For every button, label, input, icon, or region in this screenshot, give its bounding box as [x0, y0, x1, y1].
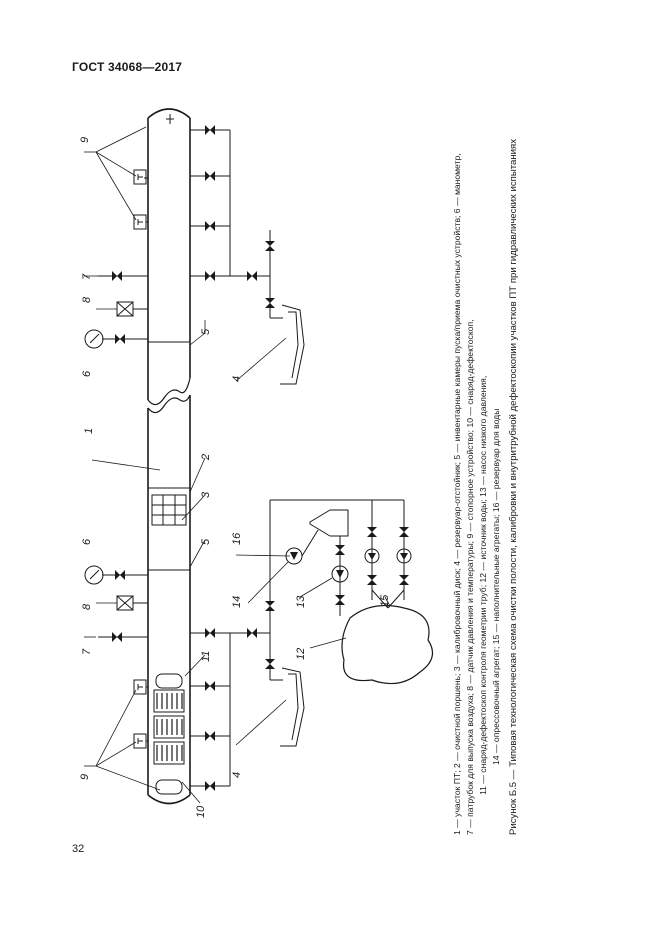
legend-line-2: 7 — патрубок для выпуска воздуха; 8 — да…: [465, 319, 475, 835]
inspection-tools: [153, 673, 185, 795]
label-2: 2: [200, 454, 212, 461]
legend-line-3: 11 — снаряд-дефектоскоп контроля геометр…: [478, 376, 488, 795]
label-11: 11: [200, 651, 212, 662]
upper-drain-manifold: [190, 125, 283, 319]
figure-caption: Рисунок Б.5 — Типовая технологическая сх…: [508, 139, 519, 835]
label-8-top: 8: [81, 296, 93, 303]
label-8-bottom: 8: [81, 603, 93, 610]
cleaning-pig: [151, 494, 187, 526]
settling-tank-icon: [280, 667, 305, 747]
pressure-sensor-icon: [116, 301, 148, 611]
label-13: 13: [295, 595, 307, 608]
label-6-top: 6: [81, 370, 93, 377]
label-5-top: 5: [200, 328, 212, 335]
document-header: ГОСТ 34068—2017: [72, 60, 183, 74]
page-number: 32: [72, 843, 85, 855]
legend-line-4: 14 — опрессовочный агрегат; 15 — наполни…: [491, 409, 501, 765]
label-14: 14: [231, 596, 243, 608]
label-5-bottom: 5: [200, 538, 212, 545]
stop-device-icon: [133, 169, 148, 230]
label-3: 3: [200, 491, 212, 498]
caption-text: Рисунок Б.5 — Типовая технологическая сх…: [508, 139, 519, 835]
label-4-top: 4: [231, 376, 243, 382]
callout-labels: 9 7 8 6 1 5 4 2 3 5 6 8 7 11 4 9 10 16 1…: [79, 137, 391, 818]
figure-legend: 1 — участок ПТ; 2 — очистной поршень; 3 …: [452, 153, 501, 835]
label-15: 15: [379, 594, 391, 607]
label-1: 1: [83, 428, 95, 434]
label-9-bottom: 9: [79, 774, 91, 780]
legend-line-1: 1 — участок ПТ; 2 — очистной поршень; 3 …: [452, 153, 462, 835]
label-10: 10: [195, 805, 207, 818]
label-7-bottom: 7: [81, 648, 93, 655]
air-vent-pipe: [98, 271, 148, 642]
label-4-bottom: 4: [231, 772, 243, 778]
label-9-top: 9: [79, 137, 91, 143]
manometer-icon: [84, 329, 148, 585]
pipeline-section: [147, 108, 191, 805]
stop-device-icon: [133, 679, 148, 749]
label-7-top: 7: [81, 273, 93, 280]
lower-drain-manifold: [190, 500, 283, 791]
label-6-bottom: 6: [81, 538, 93, 545]
label-16: 16: [231, 532, 243, 545]
water-supply-system: [270, 499, 434, 685]
label-12: 12: [295, 648, 307, 660]
settling-tank-icon: [280, 304, 305, 385]
